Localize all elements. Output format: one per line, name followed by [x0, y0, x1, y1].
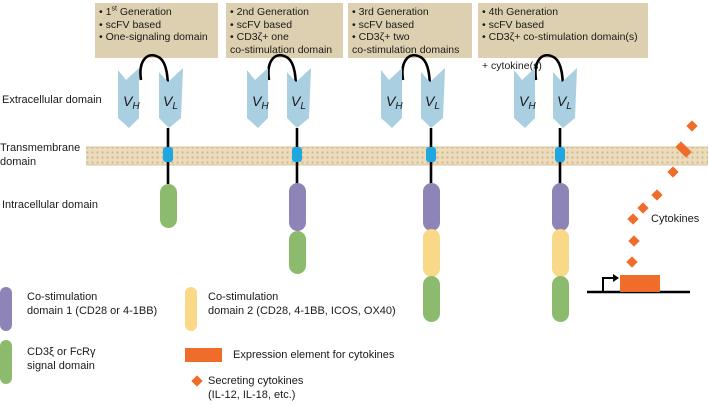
- transmembrane-label-2: domain: [0, 156, 37, 168]
- gen1-line-1: • 1st Generation: [99, 5, 172, 19]
- tm-segment: [555, 147, 565, 162]
- legend-expression-text: Expression element for cytokines: [233, 349, 395, 361]
- legend-costim1-text: Co-stimulation domain 1 (CD28 or 4-1BB): [27, 291, 158, 317]
- gen1-line-2: • scFV based: [99, 18, 162, 31]
- gen2-line-4: co-stimulation domain: [230, 43, 333, 56]
- vh-domain: [247, 68, 268, 128]
- legend-costim1-swatch: [0, 287, 12, 331]
- legend-secreting-diamond: [191, 375, 203, 387]
- signal-domain: [289, 231, 306, 274]
- cytokine-diamond: [637, 202, 649, 214]
- gen3-line-2: • scFV based: [352, 18, 415, 31]
- tm-segment: [292, 147, 302, 162]
- cytokine-trail: [626, 120, 698, 268]
- costim1-domain: [423, 183, 440, 231]
- vl-label: VL: [163, 93, 178, 112]
- vl-domain: [553, 68, 577, 128]
- legend-costim2-swatch: [185, 287, 197, 331]
- gen4-line-2: • scFV based: [482, 18, 545, 31]
- receptor-gen2: VH VL: [247, 53, 311, 274]
- cytokine-diamond: [686, 120, 698, 132]
- promoter-arrowhead: [613, 274, 619, 282]
- transmembrane-label-1: Transmembrane: [0, 142, 81, 154]
- costim1-domain: [552, 183, 569, 231]
- gene-expression-element: [587, 274, 690, 294]
- gen2-line-3: • CD3ζ+ one: [230, 31, 289, 43]
- vh-label: VH: [519, 93, 536, 112]
- vh-domain: [381, 68, 402, 128]
- cell-membrane: [86, 147, 708, 165]
- gen3-box: • 3rd Generation • scFV based • CD3ζ+ tw…: [348, 3, 472, 58]
- gen2-line-1: • 2nd Generation: [230, 6, 309, 18]
- receptor-gen1: VH VL: [118, 53, 183, 228]
- costim2-domain: [423, 229, 440, 277]
- vl-label: VL: [291, 93, 306, 112]
- gen4-box: • 4th Generation • scFV based • CD3ζ+ co…: [478, 3, 648, 72]
- gen2-box: • 2nd Generation • scFV based • CD3ζ+ on…: [226, 3, 343, 58]
- gen3-line-3: • CD3ζ+ two: [352, 31, 410, 43]
- gen1-line-3: • One-signaling domain: [99, 31, 208, 43]
- signal-domain: [423, 276, 440, 322]
- cytokine-diamond: [627, 213, 639, 225]
- cytokine-diamond: [628, 235, 640, 247]
- vh-domain: [118, 68, 139, 128]
- legend-signal-swatch: [0, 340, 12, 384]
- cytokine-diamond: [667, 166, 679, 178]
- gen4-line-3: • CD3ζ+ co-stimulation domain(s): [482, 31, 638, 43]
- signal-domain: [160, 184, 177, 228]
- legend-secreting-text: Secreting cytokines (IL-12, IL-18, etc.): [208, 375, 304, 401]
- receptor-gen4: VH VL: [514, 53, 577, 322]
- legend-costim2-text: Co-stimulation domain 2 (CD28, 4-1BB, IC…: [208, 291, 396, 317]
- cytokine-diamond: [651, 189, 663, 201]
- promoter-arrow: [602, 277, 613, 292]
- vl-domain: [287, 68, 311, 128]
- signal-domain: [552, 276, 569, 322]
- gen3-line-4: co-stimulation domains: [352, 43, 460, 56]
- extracellular-label: Extracellular domain: [2, 94, 102, 106]
- vh-domain: [514, 68, 535, 128]
- cytokine-diamond: [626, 256, 638, 268]
- costim1-domain: [289, 183, 306, 231]
- gen1-box: • 1st Generation • scFV based • One-sign…: [95, 3, 218, 58]
- receptor-gen3: VH VL: [381, 53, 445, 322]
- cytokines-label: Cytokines: [651, 213, 700, 225]
- legend-signal-text: CD3ξ or FcRγ signal domain: [27, 346, 96, 372]
- vh-label: VH: [252, 93, 269, 112]
- vl-label: VL: [425, 93, 440, 112]
- gen3-line-1: • 3rd Generation: [352, 6, 429, 18]
- gen4-line-1: • 4th Generation: [482, 6, 559, 18]
- vl-label: VL: [557, 93, 572, 112]
- vh-label: VH: [386, 93, 403, 112]
- vl-domain: [159, 68, 183, 128]
- tm-segment: [426, 147, 436, 162]
- gen2-line-2: • scFV based: [230, 18, 293, 31]
- vh-label: VH: [123, 93, 140, 112]
- cytokine-gene: [620, 275, 660, 292]
- tm-segment: [163, 147, 173, 162]
- gen4-line-4: + cytokine(s): [482, 60, 542, 72]
- legend-expression-swatch: [185, 348, 222, 362]
- costim2-domain: [552, 229, 569, 277]
- intracellular-label: Intracellular domain: [2, 199, 98, 211]
- vl-domain: [421, 68, 445, 128]
